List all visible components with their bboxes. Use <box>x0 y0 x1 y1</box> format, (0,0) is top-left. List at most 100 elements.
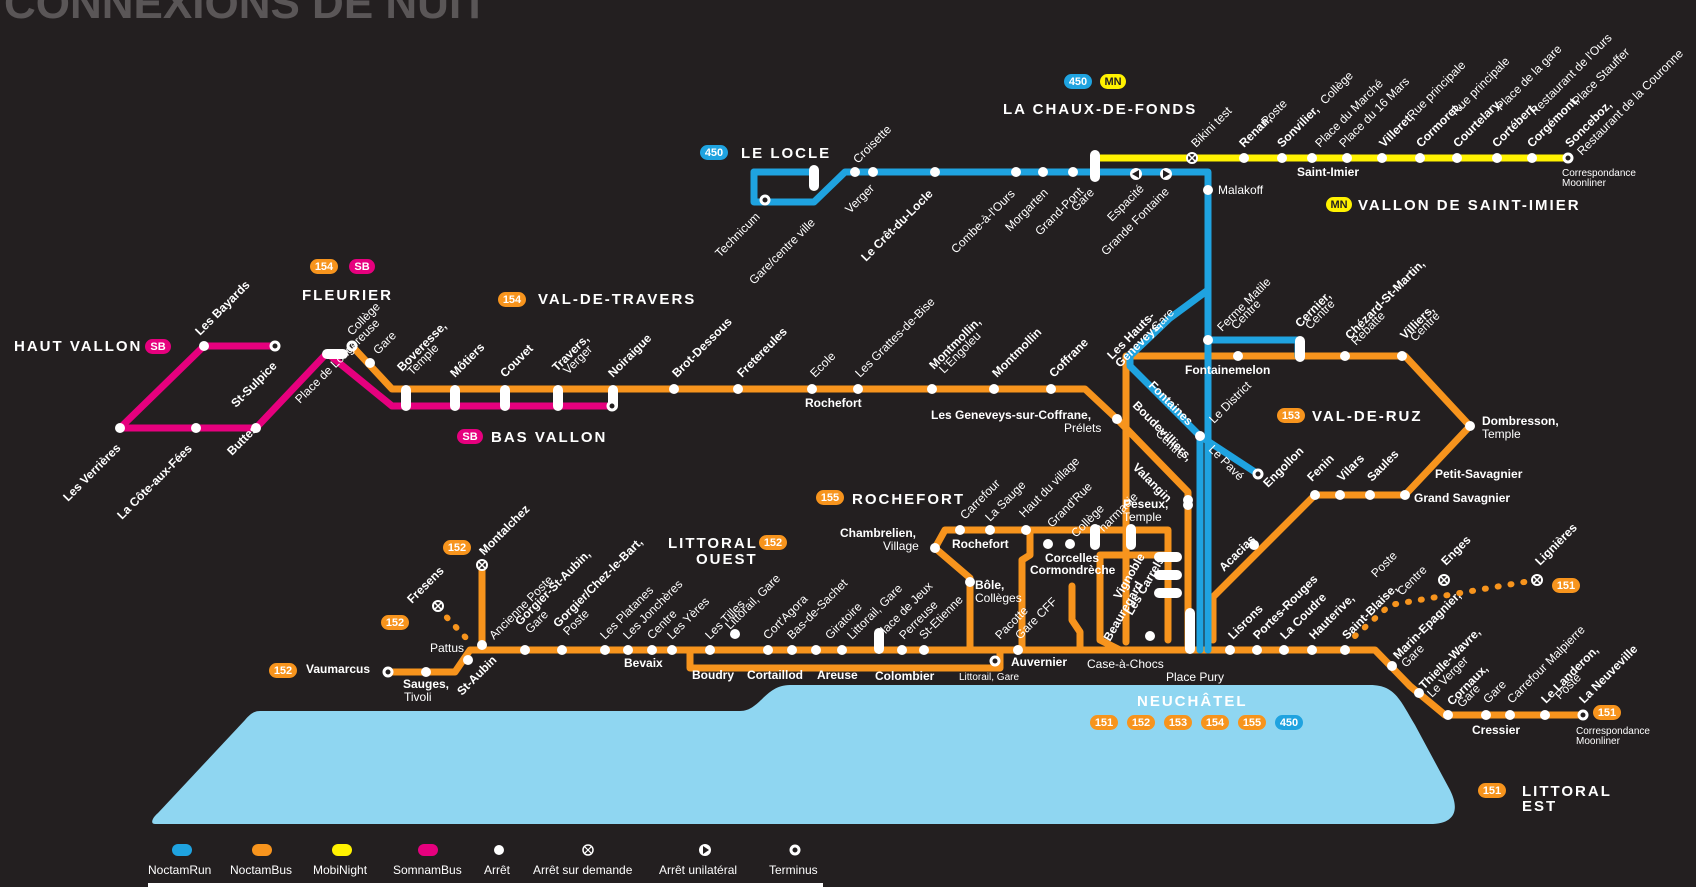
svg-text:Noiraigue: Noiraigue <box>605 331 654 380</box>
svg-text:Bôle,: Bôle, <box>975 578 1004 592</box>
lake-neuchatel <box>152 685 1455 824</box>
stops <box>115 153 1550 720</box>
svg-text:Cormondrèche: Cormondrèche <box>1030 563 1116 577</box>
svg-text:Correspondance: Correspondance <box>1576 726 1650 737</box>
svg-text:Littorail, Gare: Littorail, Gare <box>959 672 1019 683</box>
svg-text:152: 152 <box>764 537 782 549</box>
terminus-stops <box>269 152 1589 721</box>
region-littoral-est-2: EST <box>1522 798 1557 815</box>
svg-text:Bevaix: Bevaix <box>624 656 663 670</box>
region-littoral-ouest: LITTORAL <box>668 535 758 552</box>
region-littoral-est: LITTORAL <box>1522 783 1612 800</box>
svg-text:152: 152 <box>274 665 292 677</box>
svg-text:Corcelles: Corcelles <box>1045 551 1099 565</box>
svg-text:Montmollin: Montmollin <box>989 325 1044 380</box>
svg-text:153: 153 <box>1282 410 1300 422</box>
legend-arret: Arrêt <box>484 863 511 877</box>
region-vallon-st-imier: VALLON DE SAINT-IMIER <box>1358 197 1581 214</box>
svg-text:450: 450 <box>705 147 723 159</box>
svg-text:450: 450 <box>1069 76 1087 88</box>
svg-text:Poste: Poste <box>1368 548 1400 580</box>
region-fleurier: FLEURIER <box>302 287 393 304</box>
svg-text:154: 154 <box>503 294 522 306</box>
svg-text:Montalchez: Montalchez <box>476 502 532 558</box>
svg-text:Centre: Centre <box>1394 563 1430 599</box>
legend-arret-unilateral: Arrêt unilatéral <box>659 863 737 877</box>
region-neuchatel: NEUCHÂTEL <box>1137 692 1248 710</box>
svg-text:SB: SB <box>150 341 165 353</box>
svg-text:Les Verrières: Les Verrières <box>60 441 123 504</box>
svg-text:Fresens: Fresens <box>404 563 447 606</box>
svg-text:Moonliner: Moonliner <box>1576 736 1621 747</box>
svg-text:152: 152 <box>448 542 466 554</box>
svg-text:Temple: Temple <box>1123 510 1162 524</box>
interchange-stops <box>322 150 1305 654</box>
unilateral-stops <box>1130 168 1172 180</box>
svg-text:155: 155 <box>1243 717 1261 729</box>
svg-text:152: 152 <box>1132 717 1150 729</box>
svg-text:MN: MN <box>1330 199 1347 211</box>
svg-text:Pattus: Pattus <box>430 641 464 655</box>
legend-arret-demande: Arrêt sur demande <box>533 863 633 877</box>
svg-text:Croisette: Croisette <box>850 122 894 166</box>
legend-somnambus: SomnamBus <box>393 863 462 877</box>
svg-text:Ecole: Ecole <box>807 349 838 380</box>
svg-text:Brot-Dessous: Brot-Dessous <box>669 314 735 380</box>
svg-text:450: 450 <box>1280 717 1298 729</box>
svg-text:151: 151 <box>1598 707 1616 719</box>
map-title: CONNEXIONS DE NUIT <box>4 0 488 28</box>
svg-text:Fontainemelon: Fontainemelon <box>1185 363 1270 377</box>
region-bas-vallon: BAS VALLON <box>491 429 607 446</box>
svg-text:Saint-Blaise,: Saint-Blaise, <box>1339 581 1400 642</box>
svg-text:St-Sulpice: St-Sulpice <box>228 359 280 411</box>
svg-text:SB: SB <box>462 431 477 443</box>
svg-text:Saules: Saules <box>1364 447 1401 484</box>
svg-text:Sauges,: Sauges, <box>403 677 449 691</box>
svg-text:Grand Savagnier: Grand Savagnier <box>1414 491 1510 505</box>
svg-text:Moonliner: Moonliner <box>1562 178 1607 189</box>
svg-text:Village: Village <box>883 539 919 553</box>
svg-text:Verger: Verger <box>842 181 877 216</box>
svg-text:Les Grattes-de-Bise: Les Grattes-de-Bise <box>852 295 938 381</box>
svg-text:Le District: Le District <box>1206 378 1254 426</box>
region-littoral-ouest-2: OUEST <box>696 551 758 568</box>
svg-text:Correspondance: Correspondance <box>1562 168 1636 179</box>
region-le-locle: LE LOCLE <box>741 145 831 162</box>
svg-text:Cressier: Cressier <box>1472 723 1520 737</box>
noctambus-on-demand <box>435 565 1539 643</box>
svg-text:Malakoff: Malakoff <box>1218 183 1264 197</box>
svg-text:Collèges: Collèges <box>975 591 1022 605</box>
svg-text:Case-à-Chocs: Case-à-Chocs <box>1087 657 1164 671</box>
svg-text:Enges: Enges <box>1438 533 1474 569</box>
svg-text:Fenin: Fenin <box>1304 452 1337 485</box>
svg-text:Prélets: Prélets <box>1064 421 1101 435</box>
svg-text:MN: MN <box>1104 76 1121 88</box>
svg-text:Areuse: Areuse <box>817 668 858 682</box>
legend-noctambus: NoctamBus <box>230 863 292 877</box>
svg-text:151: 151 <box>1483 785 1501 797</box>
svg-text:SB: SB <box>354 261 369 273</box>
svg-text:Tivoli: Tivoli <box>404 690 432 704</box>
svg-text:154: 154 <box>1206 717 1225 729</box>
badges: SB 154 SB 154 SB 450 450 MN MN 153 155 1… <box>145 74 1621 798</box>
svg-text:154: 154 <box>315 261 334 273</box>
svg-text:151: 151 <box>1557 580 1575 592</box>
svg-text:La Côte-aux-Fées: La Côte-aux-Fées <box>114 441 195 522</box>
legend-noctamrun: NoctamRun <box>148 863 211 877</box>
svg-text:Vaumarcus: Vaumarcus <box>306 662 370 676</box>
svg-text:Lignières: Lignières <box>1532 520 1580 568</box>
svg-text:Les Bayards: Les Bayards <box>192 278 253 339</box>
svg-text:Temple: Temple <box>1482 427 1521 441</box>
svg-text:Dombresson,: Dombresson, <box>1482 414 1559 428</box>
svg-text:Technicum: Technicum <box>712 210 762 260</box>
svg-text:Môtiers: Môtiers <box>447 340 487 380</box>
region-titles: HAUT VALLON FLEURIER VAL-DE-TRAVERS BAS … <box>14 101 1612 815</box>
svg-text:Poste: Poste <box>1258 96 1290 128</box>
svg-text:152: 152 <box>386 617 404 629</box>
svg-text:Les Geneveys-sur-Coffrane,: Les Geneveys-sur-Coffrane, <box>931 408 1091 422</box>
svg-text:153: 153 <box>1169 717 1187 729</box>
svg-text:151: 151 <box>1095 717 1113 729</box>
legend-terminus: Terminus <box>769 863 818 877</box>
svg-text:Place Pury: Place Pury <box>1166 670 1224 684</box>
